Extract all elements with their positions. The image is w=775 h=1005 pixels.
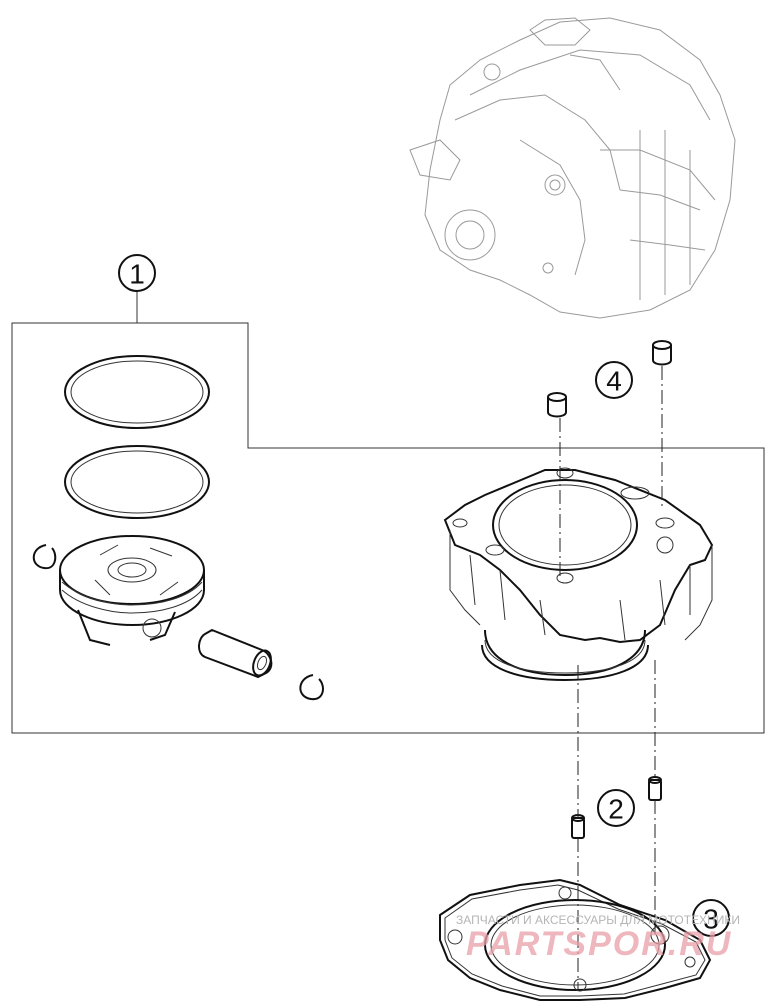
dowel-pin-top-right — [652, 340, 672, 366]
circlip-left — [32, 544, 57, 570]
callout-4: 4 — [595, 361, 633, 399]
dowel-pin-bottom-right — [648, 776, 662, 801]
piston-rings — [64, 355, 210, 519]
piston — [59, 535, 205, 646]
watermark: ЗАПЧАСТИ И АКСЕССУАРЫ ДЛЯ МОТОТЕХНИКИ PA… — [456, 913, 740, 963]
watermark-tagline: ЗАПЧАСТИ И АКСЕССУАРЫ ДЛЯ МОТОТЕХНИКИ — [456, 913, 740, 927]
callout-2: 2 — [597, 789, 635, 827]
callout-3: 3 — [692, 899, 730, 937]
kit-outline-box — [11, 322, 765, 734]
callout-1-label: 1 — [129, 259, 145, 290]
dowel-pin-bottom-left — [571, 814, 585, 839]
callout-1: 1 — [118, 254, 156, 292]
callout-3-label: 3 — [703, 904, 719, 935]
callout-4-label: 4 — [606, 366, 622, 397]
dowel-pin-top-left — [547, 392, 567, 418]
base-gasket — [439, 878, 712, 1001]
circlip-right — [299, 674, 324, 701]
watermark-site: PARTSPOR.RU — [466, 925, 732, 963]
cylinder-head-illustration — [409, 17, 736, 319]
cylinder — [443, 467, 714, 682]
piston-pin — [198, 628, 273, 679]
assembly-axis-lines — [559, 366, 663, 990]
callout-2-label: 2 — [608, 794, 624, 825]
